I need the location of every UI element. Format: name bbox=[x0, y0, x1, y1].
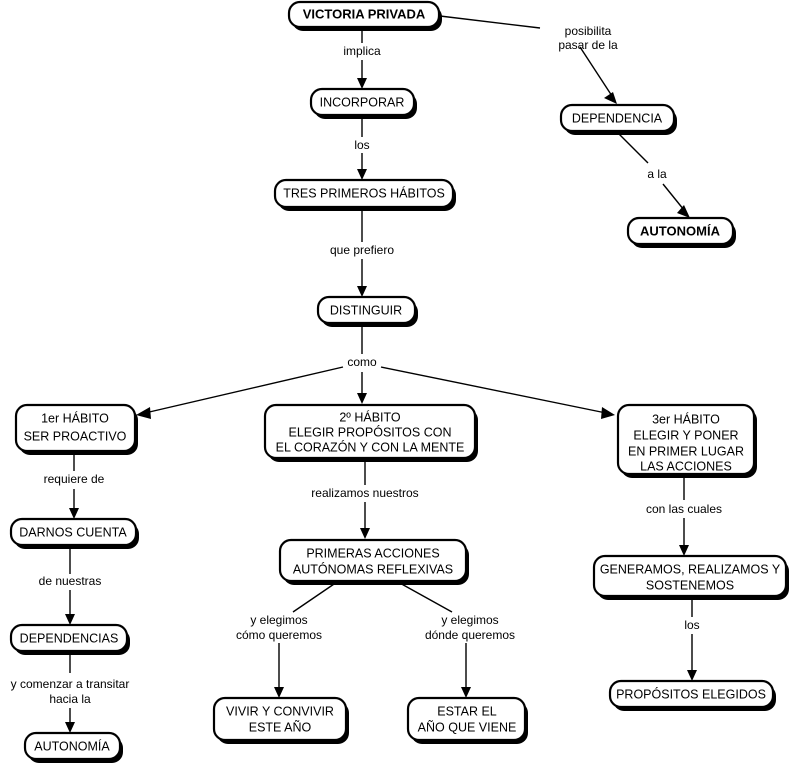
edge-label-como: como bbox=[347, 355, 377, 369]
node-label-vivir-convivir-line1: VIVIR Y CONVIVIR bbox=[226, 704, 334, 718]
node-label-tres-primeros-habitos: TRES PRIMEROS HÁBITOS bbox=[283, 185, 445, 200]
node-propositos-elegidos[interactable]: PROPÓSITOS ELEGIDOS bbox=[608, 679, 776, 711]
node-label-propositos-elegidos: PROPÓSITOS ELEGIDOS bbox=[616, 686, 766, 701]
edge-label-realizamos-nuestros: realizamos nuestros bbox=[311, 486, 418, 500]
edge-habito1-darnos-cuenta: requiere de bbox=[44, 453, 105, 519]
edge-label-y-elegimos-donde-line1: y elegimos bbox=[441, 613, 498, 627]
edge-distinguir-como: como bbox=[347, 325, 377, 369]
node-primeras-acciones[interactable]: PRIMERAS ACCIONES AUTÓNOMAS REFLEXIVAS bbox=[278, 538, 469, 585]
edge-label-y-comenzar-line2: hacia la bbox=[49, 692, 91, 706]
node-label-autonomia-derecha: AUTONOMÍA bbox=[640, 223, 721, 238]
edge-como-habito3 bbox=[380, 366, 615, 419]
node-tres-primeros-habitos[interactable]: TRES PRIMEROS HÁBITOS bbox=[273, 178, 456, 211]
node-label-habito1-line2: SER PROACTIVO bbox=[24, 429, 127, 443]
node-label-habito2-line2: ELEGIR PROPÓSITOS CON bbox=[288, 424, 451, 439]
edge-como-habito1 bbox=[136, 366, 344, 419]
node-label-estar-ano-line2: AÑO QUE VIENE bbox=[418, 720, 517, 734]
node-label-autonomia-izquierda: AUTONOMÍA bbox=[34, 738, 110, 753]
node-distinguir[interactable]: DISTINGUIR bbox=[316, 295, 418, 327]
edge-label-que-prefiero: que prefiero bbox=[330, 243, 394, 257]
edge-generamos-propositos: los bbox=[684, 592, 700, 681]
node-autonomia-izquierda[interactable]: AUTONOMÍA bbox=[23, 731, 123, 763]
node-label-darnos-cuenta: DARNOS CUENTA bbox=[19, 525, 127, 539]
edge-como-habito2 bbox=[357, 372, 367, 404]
edge-primeras-acciones-vivir: y elegimos cómo queremos bbox=[236, 581, 338, 698]
edge-habitos-distinguir: que prefiero bbox=[330, 210, 394, 297]
node-label-habito2-line3: EL CORAZÓN Y CON LA MENTE bbox=[276, 439, 465, 454]
node-label-estar-ano-line1: ESTAR EL bbox=[437, 704, 497, 718]
edge-victoria-incorporar: implica bbox=[343, 27, 381, 89]
edge-victoria-dependencia: posibilita pasar de la bbox=[439, 15, 618, 104]
node-label-habito3-line2: ELEGIR Y PONER bbox=[633, 428, 738, 442]
node-incorporar[interactable]: INCORPORAR bbox=[309, 87, 417, 119]
edge-label-y-elegimos-donde-line2: dónde queremos bbox=[425, 628, 515, 642]
node-label-dependencia: DEPENDENCIA bbox=[572, 111, 663, 125]
node-label-habito3-line4: LAS ACCIONES bbox=[640, 459, 732, 473]
edge-label-y-elegimos-como-line1: y elegimos bbox=[250, 613, 307, 627]
edge-dependencia-autonomia: a la bbox=[617, 132, 690, 218]
node-label-primeras-acciones-line2: AUTÓNOMAS REFLEXIVAS bbox=[293, 561, 453, 576]
edge-dependencias-autonomia: y comenzar a transitar hacia la bbox=[11, 653, 130, 733]
node-darnos-cuenta[interactable]: DARNOS CUENTA bbox=[9, 517, 139, 549]
edge-habito2-primeras-acciones: realizamos nuestros bbox=[311, 457, 419, 539]
edge-label-los-top: los bbox=[354, 138, 369, 152]
node-label-vivir-convivir-line2: ESTE AÑO bbox=[249, 720, 312, 734]
node-habito-1[interactable]: 1er HÁBITO SER PROACTIVO bbox=[14, 403, 138, 455]
node-habito-3[interactable]: 3er HÁBITO ELEGIR Y PONER EN PRIMER LUGA… bbox=[616, 403, 757, 478]
node-label-primeras-acciones-line1: PRIMERAS ACCIONES bbox=[306, 546, 439, 560]
edge-primeras-acciones-estar: y elegimos dónde queremos bbox=[397, 581, 515, 698]
node-estar-ano-que-viene[interactable]: ESTAR EL AÑO QUE VIENE bbox=[406, 696, 528, 744]
edge-label-los-bottom: los bbox=[684, 618, 699, 632]
edge-label-con-las-cuales: con las cuales bbox=[646, 502, 722, 516]
node-dependencias[interactable]: DEPENDENCIAS bbox=[9, 623, 130, 655]
node-label-dependencias: DEPENDENCIAS bbox=[20, 631, 119, 645]
edge-label-a-la: a la bbox=[647, 167, 667, 181]
node-label-generamos-line2: SOSTENEMOS bbox=[646, 578, 734, 592]
node-label-habito1-line1: 1er HÁBITO bbox=[41, 410, 109, 425]
edge-incorporar-habitos: los bbox=[354, 117, 370, 180]
edge-label-posibilita-line2: pasar de la bbox=[558, 38, 618, 52]
edge-darnos-cuenta-dependencias: de nuestras bbox=[39, 547, 102, 625]
node-vivir-convivir[interactable]: VIVIR Y CONVIVIR ESTE AÑO bbox=[212, 696, 349, 744]
edge-habito3-generamos: con las cuales bbox=[646, 474, 722, 556]
node-label-habito3-line3: EN PRIMER LUGAR bbox=[628, 444, 744, 458]
edge-label-posibilita-line1: posibilita bbox=[565, 24, 612, 38]
node-label-habito3-line1: 3er HÁBITO bbox=[652, 411, 720, 426]
node-autonomia-derecha[interactable]: AUTONOMÍA bbox=[626, 216, 736, 248]
node-dependencia[interactable]: DEPENDENCIA bbox=[559, 103, 677, 135]
node-victoria-privada[interactable]: VICTORIA PRIVADA bbox=[287, 0, 442, 31]
node-label-victoria-privada: VICTORIA PRIVADA bbox=[303, 6, 426, 21]
node-habito-2[interactable]: 2º HÁBITO ELEGIR PROPÓSITOS CON EL CORAZ… bbox=[263, 403, 478, 462]
node-generamos-realizamos-sostenemos[interactable]: GENERAMOS, REALIZAMOS Y SOSTENEMOS bbox=[592, 554, 789, 600]
node-label-incorporar: INCORPORAR bbox=[320, 95, 405, 109]
node-label-distinguir: DISTINGUIR bbox=[330, 303, 402, 317]
node-label-generamos-line1: GENERAMOS, REALIZAMOS Y bbox=[600, 562, 781, 576]
edge-label-requiere-de: requiere de bbox=[44, 472, 105, 486]
edge-label-y-elegimos-como-line2: cómo queremos bbox=[236, 628, 322, 642]
edge-label-implica: implica bbox=[343, 44, 381, 58]
edge-label-y-comenzar-line1: y comenzar a transitar bbox=[11, 677, 130, 691]
node-label-habito2-line1: 2º HÁBITO bbox=[339, 409, 401, 424]
edge-label-de-nuestras: de nuestras bbox=[39, 574, 102, 588]
